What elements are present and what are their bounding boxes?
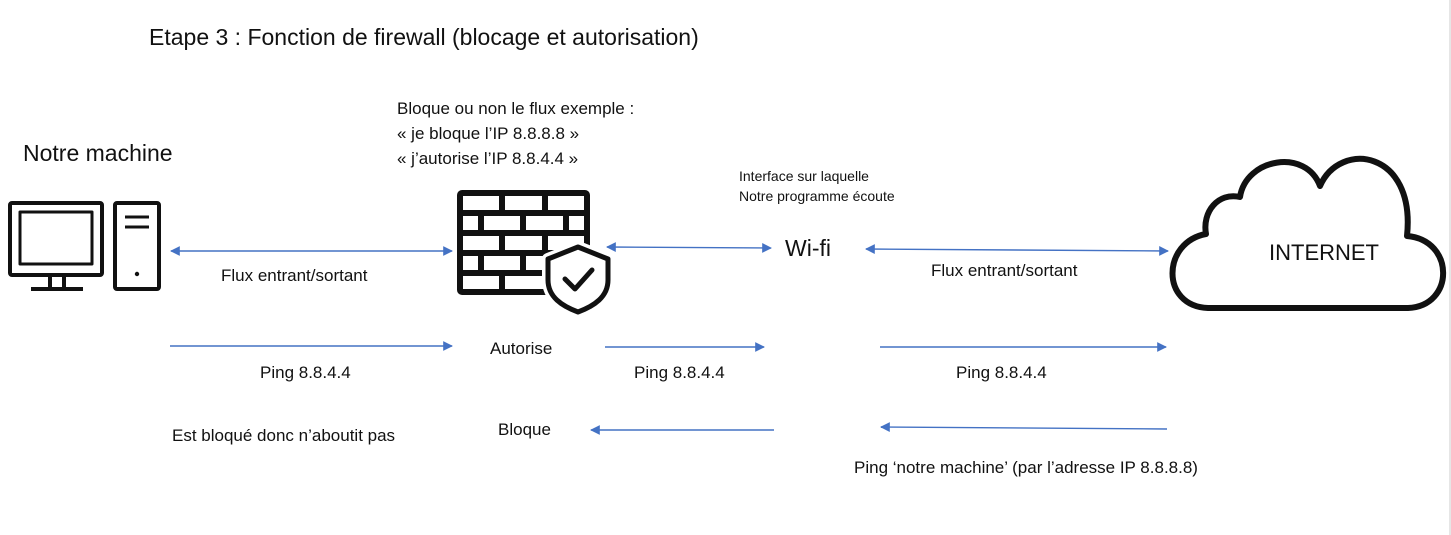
arrow-firewall-wifi	[606, 242, 772, 253]
incoming-ping-label: Ping ‘notre machine’ (par l’adresse IP 8…	[854, 458, 1198, 477]
firewall-description-line: Bloque ou non le flux exemple :	[397, 99, 635, 118]
ping-label-wifi-internet: Ping 8.8.4.4	[956, 363, 1047, 382]
interface-note-line: Interface sur laquelle	[739, 168, 869, 184]
machine-label: Notre machine	[23, 140, 173, 166]
interface-note: Interface sur laquelle Notre programme é…	[739, 166, 895, 206]
firewall-description: Bloque ou non le flux exemple : « je blo…	[397, 96, 634, 171]
allowed-status-label: Autorise	[490, 339, 553, 358]
flow-label-machine-firewall: Flux entrant/sortant	[221, 266, 368, 285]
ping-label-machine-firewall: Ping 8.8.4.4	[260, 363, 351, 382]
firewall-description-line: « je bloque l’IP 8.8.8.8 »	[397, 124, 580, 143]
firewall-shield-icon	[457, 190, 614, 318]
arrow-blocked-internet-wifi	[880, 422, 1168, 432]
blocked-result-label: Est bloqué donc n’aboutit pas	[172, 426, 396, 445]
firewall-description-line: « j’autorise l’IP 8.8.4.4 »	[397, 149, 579, 168]
internet-label: INTERNET	[1269, 240, 1379, 265]
flow-label-wifi-internet: Flux entrant/sortant	[931, 261, 1078, 280]
arrow-wifi-internet	[865, 244, 1169, 256]
computer-icon	[8, 201, 161, 291]
blocked-status-label: Bloque	[498, 420, 551, 439]
page-title: Etape 3 : Fonction de firewall (blocage …	[149, 24, 699, 50]
interface-note-line: Notre programme écoute	[739, 188, 895, 204]
page-edge-divider	[1449, 0, 1451, 535]
cloud-icon	[1169, 155, 1446, 311]
ping-label-firewall-wifi: Ping 8.8.4.4	[634, 363, 725, 382]
wifi-label: Wi-fi	[785, 235, 831, 261]
